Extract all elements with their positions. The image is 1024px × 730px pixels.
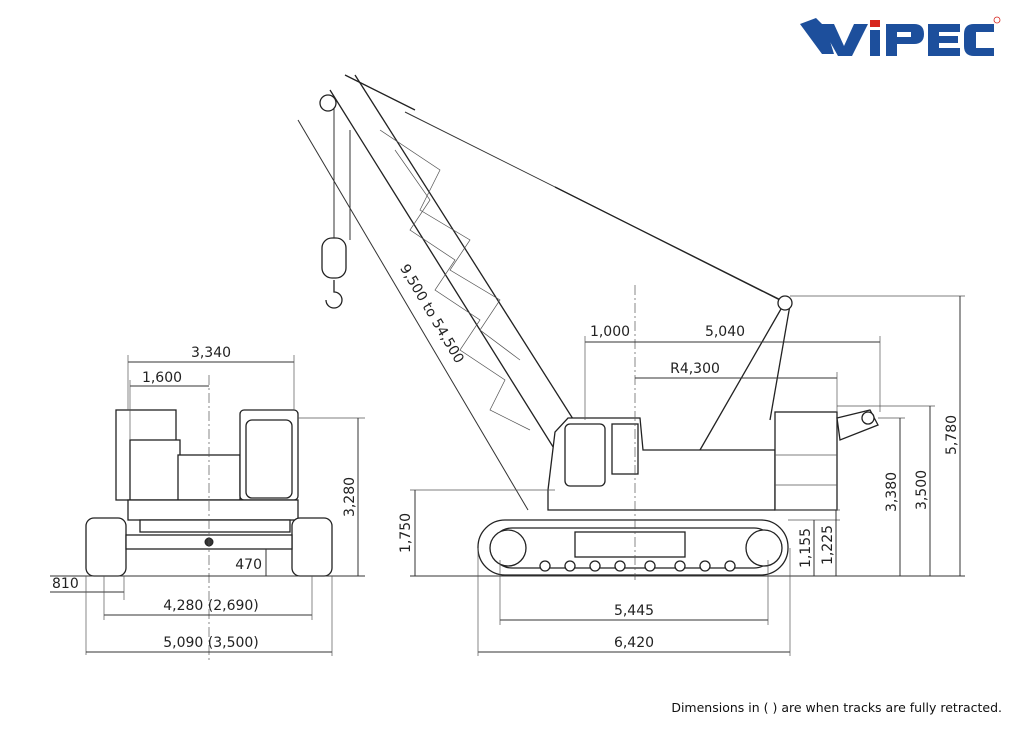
dim-tail-length: 5,040 bbox=[705, 324, 745, 340]
track-rollers bbox=[539, 560, 736, 572]
dim-counterweight-clearance: 1,225 bbox=[820, 525, 836, 565]
dim-counterweight-top: 3,500 bbox=[914, 470, 930, 510]
dim-overall-width: 5,090 (3,500) bbox=[163, 635, 259, 651]
dim-track-gauge: 4,280 (2,690) bbox=[163, 598, 259, 614]
dim-track-length: 6,420 bbox=[614, 635, 654, 651]
dim-gantry-low: 3,380 bbox=[884, 472, 900, 512]
dim-ground-clearance: 470 bbox=[235, 557, 262, 573]
dim-front-half-width: 1,600 bbox=[142, 370, 182, 386]
front-view: 3,340 1,600 3,280 470 810 4,280 (2,690) … bbox=[50, 345, 365, 660]
dim-cab-height: 1,750 bbox=[398, 513, 414, 553]
dim-tail-radius: R4,300 bbox=[670, 361, 720, 377]
vipec-logo bbox=[800, 16, 1001, 56]
dim-tumbler-distance: 5,445 bbox=[614, 603, 654, 619]
dim-gantry-high: 5,780 bbox=[944, 415, 960, 455]
dim-front-width-top: 3,340 bbox=[191, 345, 231, 361]
dim-boom-length: 9,500 to 54,500 bbox=[396, 262, 467, 367]
side-view: 9,500 to 54,500 1,000 5,040 R4,300 1,750… bbox=[297, 74, 965, 656]
dim-track-height: 1,155 bbox=[798, 528, 814, 568]
footer-note: Dimensions in ( ) are when tracks are fu… bbox=[671, 700, 1002, 715]
dim-track-width: 810 bbox=[52, 576, 79, 592]
dim-pivot-offset: 1,000 bbox=[590, 324, 630, 340]
dim-front-height: 3,280 bbox=[342, 477, 358, 517]
